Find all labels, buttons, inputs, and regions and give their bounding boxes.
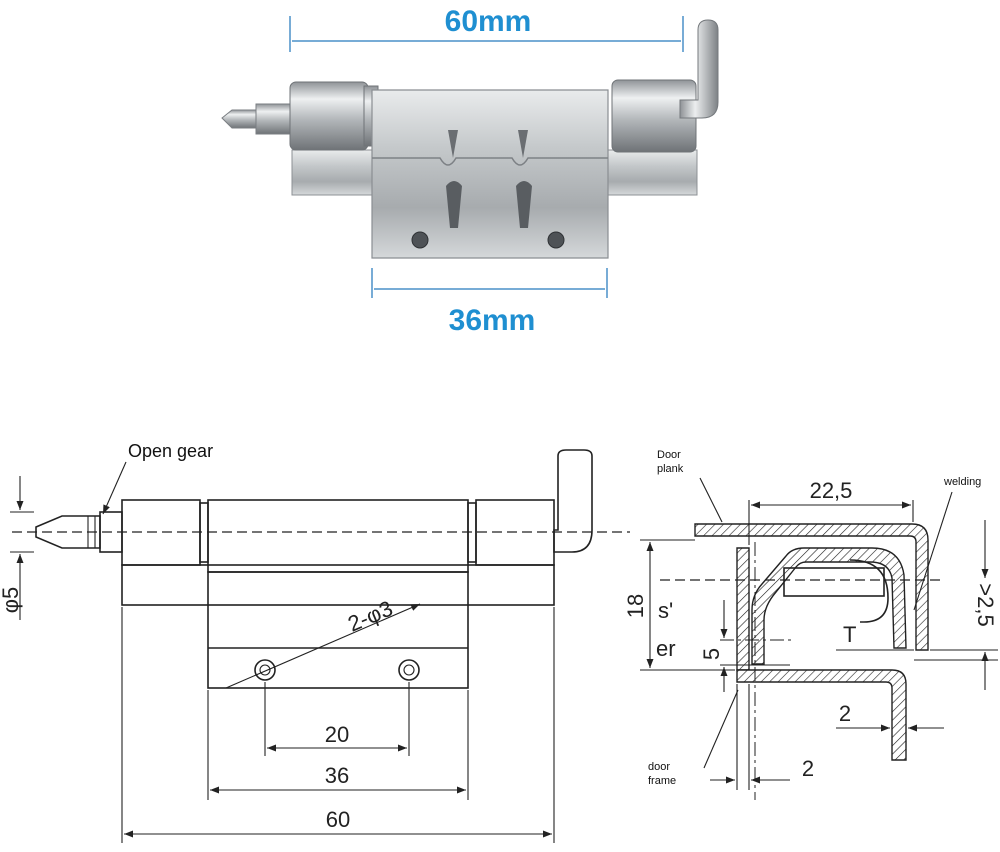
- hinge-leaf-section: [751, 547, 907, 665]
- bolt-tip: [221, 109, 259, 129]
- lower-flange-outline: [121, 564, 555, 606]
- width-22-5: 22,5: [810, 478, 853, 503]
- height-18: 18: [623, 594, 648, 618]
- front-view-drawing: Open gear φ5 2-φ3 20 36 60: [0, 441, 630, 843]
- door-frame-label-line2: frame: [648, 775, 676, 787]
- hole-spacing: 20: [325, 722, 349, 747]
- thickness-bottom: 2: [802, 756, 814, 781]
- door-plank-label-line2: plank: [657, 463, 684, 475]
- photo-bottom-dimension: 36mm: [449, 304, 536, 337]
- bolt-diameter: φ5: [0, 587, 23, 614]
- main-plate: [371, 89, 609, 259]
- knuckle-arc: [849, 559, 889, 623]
- plate-rivet: [411, 231, 429, 249]
- door-plank-label-line1: Door: [657, 449, 681, 461]
- label-er: er: [656, 636, 676, 661]
- mount-hole-inner: [403, 664, 415, 676]
- plate-rivet: [547, 231, 565, 249]
- door-frame-label-line1: door: [648, 761, 670, 773]
- gap-2-5: >2,5: [973, 583, 998, 626]
- mount-hole-inner: [259, 664, 271, 676]
- door-frame-section: [736, 669, 907, 761]
- dim-5: 5: [699, 648, 724, 660]
- plate-width: 36: [325, 763, 349, 788]
- middle-plate-outline: [207, 499, 469, 573]
- mount-hole: [398, 659, 420, 681]
- front-plate-outline: [207, 571, 469, 689]
- hinge-photo: 60mm 36mm: [221, 5, 719, 337]
- welding-label: welding: [943, 476, 981, 488]
- label-T: T: [843, 622, 856, 647]
- mount-hole: [254, 659, 276, 681]
- welding-leader: [913, 491, 953, 611]
- holes-leader: [225, 603, 421, 689]
- plate-tab: [518, 130, 528, 158]
- plate-tab: [516, 181, 532, 228]
- open-gear-label: Open gear: [128, 441, 213, 461]
- door-frame-leader: [703, 689, 739, 769]
- plate-bend: [372, 157, 608, 166]
- photo-top-dimension: 60mm: [445, 5, 532, 38]
- l-handle-outline: [553, 449, 593, 553]
- door-plank-section: [694, 523, 929, 651]
- frame-left-wall: [736, 547, 750, 671]
- open-gear-leader: [102, 461, 127, 515]
- door-plank-leader: [699, 477, 723, 523]
- bolt-section: [783, 567, 885, 597]
- plate-tab: [448, 130, 458, 158]
- thickness-right: 2: [839, 701, 851, 726]
- section-view-drawing: Door plank welding 22,5 18 s' er 5 >2,5 …: [623, 449, 998, 800]
- bolt-shaft: [255, 103, 293, 135]
- label-s-prime: s': [658, 598, 673, 623]
- holes-label: 2-φ3: [344, 596, 396, 637]
- l-handle-pin: [679, 19, 719, 119]
- overall-length: 60: [326, 807, 350, 832]
- plate-tab: [446, 181, 462, 228]
- left-knuckle: [289, 81, 369, 151]
